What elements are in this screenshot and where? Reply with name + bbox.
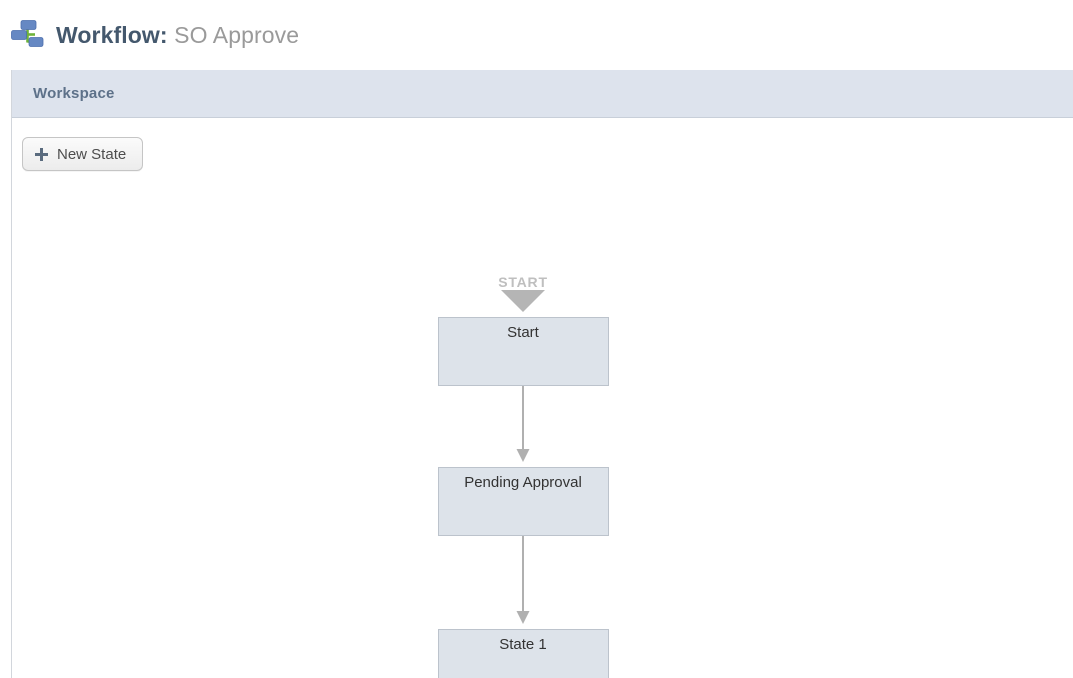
workspace-panel-header: Workspace: [12, 70, 1073, 118]
state-node-state-1[interactable]: State 1: [438, 629, 609, 678]
start-terminal-label: START: [498, 274, 548, 290]
state-node-rect[interactable]: [438, 317, 609, 386]
page-title-row: Workflow: SO Approve: [0, 0, 1073, 70]
start-terminal-triangle: [501, 290, 545, 312]
workspace-toolbar: New State: [12, 119, 1073, 177]
workflow-diagram: START Start Pending Approval: [438, 274, 609, 678]
connector-pending-to-state1: [516, 536, 530, 624]
new-state-button[interactable]: New State: [22, 137, 144, 171]
state-node-start[interactable]: Start: [438, 317, 609, 386]
new-state-button-label: New State: [57, 145, 127, 163]
state-node-pending-approval[interactable]: Pending Approval: [438, 467, 609, 536]
state-node-rect[interactable]: [438, 467, 609, 536]
state-node-label: Start: [507, 324, 540, 341]
state-node-rect[interactable]: [438, 629, 609, 678]
page-title: Workflow: SO Approve: [56, 21, 300, 48]
connector-start-to-pending: [516, 386, 530, 462]
workflow-canvas[interactable]: START Start Pending Approval: [12, 177, 1073, 678]
state-node-label: State 1: [499, 636, 547, 653]
workspace-panel: Workspace New State START Start: [11, 70, 1073, 678]
page-title-strong: Workflow:: [56, 21, 168, 48]
workspace-title: Workspace: [33, 85, 115, 102]
workflow-hierarchy-icon: [11, 20, 44, 47]
plus-icon: [35, 147, 48, 161]
state-node-label: Pending Approval: [464, 474, 582, 491]
page-title-value: SO Approve: [174, 21, 300, 48]
